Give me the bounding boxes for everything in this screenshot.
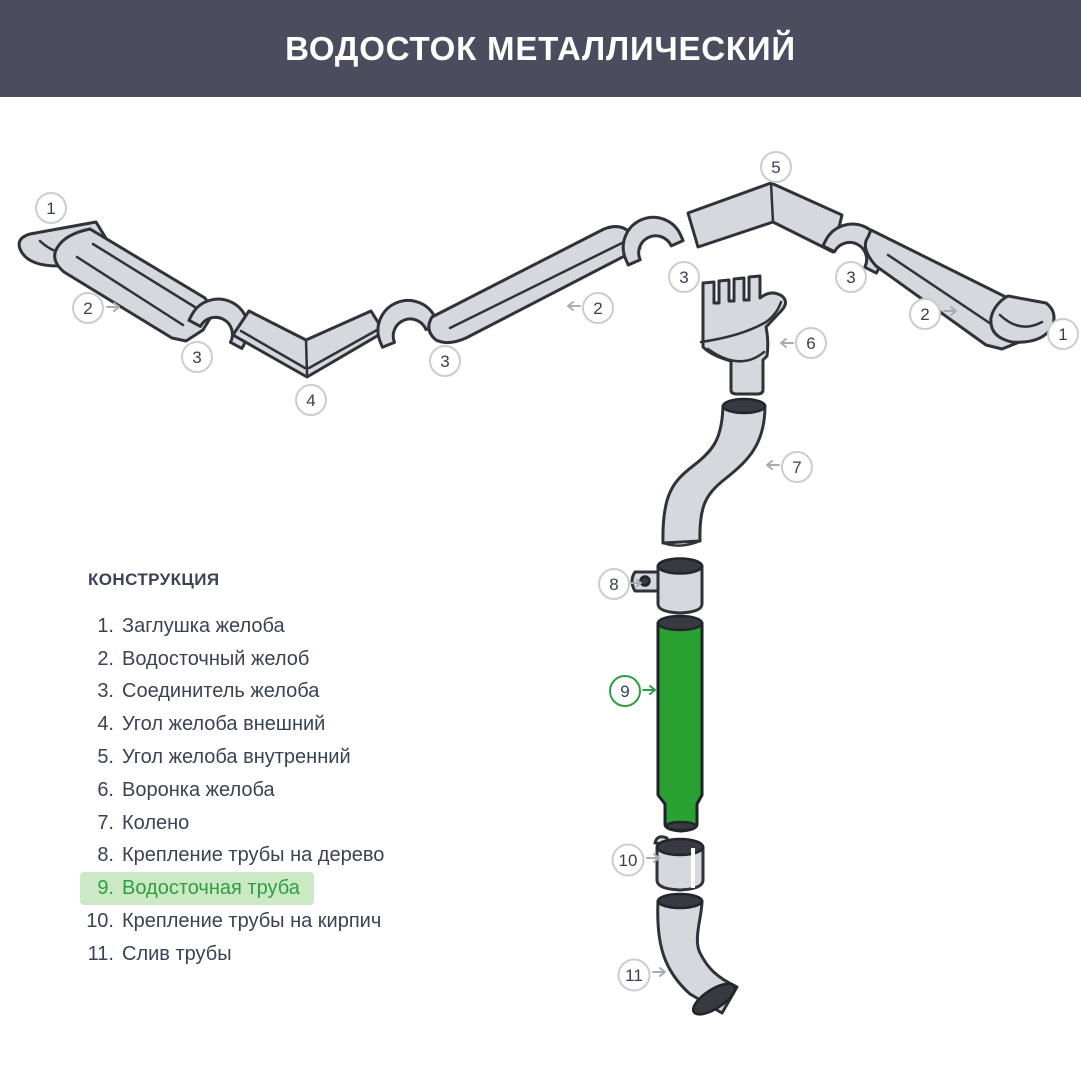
part-5-inner-corner	[686, 181, 844, 254]
legend-item: 11. Слив трубы	[80, 938, 232, 971]
callout-3-a: 3	[181, 341, 213, 373]
legend-item-number: 5.	[97, 746, 114, 769]
legend-item-label: Угол желоба внешний	[122, 713, 326, 736]
arrow-left-icon	[567, 301, 581, 311]
legend-list: 1. Заглушка желоба 2. Водосточный желоб …	[80, 610, 384, 971]
callout-1-left: 1	[35, 192, 67, 224]
svg-text:11: 11	[625, 966, 643, 985]
legend-item: 7. Колено	[80, 807, 189, 840]
svg-text:5: 5	[771, 158, 780, 177]
legend-item-label: Воронка желоба	[122, 778, 275, 801]
legend-item-label: Водосточный желоб	[122, 647, 310, 670]
callout-2-middle: 2	[567, 292, 614, 324]
legend-item-label: Угол желоба внутренний	[122, 746, 351, 769]
svg-text:2: 2	[920, 305, 929, 324]
arrow-right-icon	[630, 579, 642, 587]
part-11-outlet	[656, 892, 739, 1016]
arrow-right-icon	[652, 967, 666, 977]
part-10-pipe-bracket-brick	[653, 835, 705, 892]
legend-title: КОНСТРУКЦИЯ	[88, 570, 220, 589]
legend-item-number: 1.	[97, 614, 114, 637]
legend-item: 8. Крепление трубы на дерево	[80, 840, 384, 873]
svg-text:2: 2	[593, 299, 602, 318]
legend-item: 4. Угол желоба внешний	[80, 708, 325, 741]
part-3-connector-b	[367, 289, 440, 349]
callout-5: 5	[760, 151, 792, 183]
svg-text:6: 6	[806, 334, 815, 353]
part-7-elbow	[661, 397, 767, 547]
svg-text:9: 9	[620, 682, 629, 701]
legend-item-label: Колено	[122, 811, 190, 834]
arrow-right-icon	[642, 685, 656, 695]
callout-10: 10	[611, 843, 660, 877]
part-2-gutter-left	[53, 227, 216, 343]
arrow-left-icon	[780, 338, 794, 348]
callout-4: 4	[295, 384, 327, 416]
part-3-connector-c	[612, 206, 685, 267]
arrow-right-icon	[943, 306, 957, 316]
legend-item-label: Слив трубы	[122, 942, 232, 965]
callout-3-c: 3	[668, 261, 700, 293]
legend-item: 2. Водосточный желоб	[80, 643, 309, 676]
callout-7: 7	[766, 451, 813, 483]
arrow-left-icon	[766, 460, 780, 470]
svg-text:1: 1	[1058, 325, 1067, 344]
svg-text:1: 1	[46, 199, 55, 218]
legend-item-number: 10.	[86, 910, 114, 933]
legend-item-number: 8.	[97, 844, 114, 867]
part-9-downpipe	[656, 614, 704, 833]
legend-item-label: Крепление трубы на кирпич	[122, 910, 382, 933]
part-6-funnel	[699, 274, 787, 396]
legend-item-number: 9.	[97, 877, 114, 900]
callout-3-d: 3	[835, 261, 867, 293]
svg-text:3: 3	[679, 268, 688, 287]
legend-item-number: 4.	[97, 713, 114, 736]
svg-text:3: 3	[846, 268, 855, 287]
callout-11: 11	[617, 958, 666, 992]
svg-text:3: 3	[440, 352, 449, 371]
svg-text:2: 2	[83, 299, 92, 318]
legend-item-label: Крепление трубы на дерево	[122, 844, 385, 867]
header-bar: ВОДОСТОК МЕТАЛЛИЧЕСКИЙ	[0, 0, 1081, 97]
part-1-end-cap-right	[989, 294, 1056, 344]
arrow-right-icon	[646, 853, 660, 863]
arrow-right-icon	[106, 302, 120, 312]
legend-item-number: 7.	[97, 811, 114, 834]
callout-9: 9	[609, 675, 656, 707]
legend-item-number: 3.	[97, 680, 114, 703]
legend-item: 3. Соединитель желоба	[80, 676, 319, 709]
part-8-pipe-bracket-wood	[630, 557, 704, 615]
svg-text:4: 4	[306, 391, 315, 410]
part-4-outer-corner	[231, 309, 386, 379]
legend-item-number: 2.	[97, 647, 114, 670]
legend-item: 6. Воронка желоба	[80, 774, 275, 807]
part-2-gutter-middle	[427, 225, 642, 345]
callout-2-right: 2	[909, 298, 957, 330]
legend-item-highlighted: 9. Водосточная труба	[80, 872, 314, 906]
legend-item-label: Водосточная труба	[122, 877, 300, 900]
callout-8: 8	[598, 568, 642, 600]
callout-6: 6	[780, 327, 827, 359]
svg-text:10: 10	[619, 851, 638, 870]
legend-item: 10. Крепление трубы на кирпич	[80, 905, 381, 938]
legend-item: 5. Угол желоба внутренний	[80, 741, 351, 774]
svg-text:3: 3	[192, 348, 201, 367]
legend-item-label: Заглушка желоба	[122, 614, 285, 637]
callout-3-b: 3	[429, 345, 461, 377]
legend-item-number: 11.	[87, 942, 114, 965]
callout-1-right: 1	[1047, 318, 1079, 350]
legend-item-number: 6.	[97, 778, 114, 801]
svg-text:7: 7	[792, 458, 801, 477]
page-title: ВОДОСТОК МЕТАЛЛИЧЕСКИЙ	[285, 29, 796, 67]
svg-text:8: 8	[609, 575, 618, 594]
legend-item: 1. Заглушка желоба	[80, 610, 285, 643]
legend-item-label: Соединитель желоба	[122, 680, 320, 703]
legend: КОНСТРУКЦИЯ 1. Заглушка желоба 2. Водост…	[80, 570, 384, 971]
callout-2-left: 2	[72, 292, 120, 324]
